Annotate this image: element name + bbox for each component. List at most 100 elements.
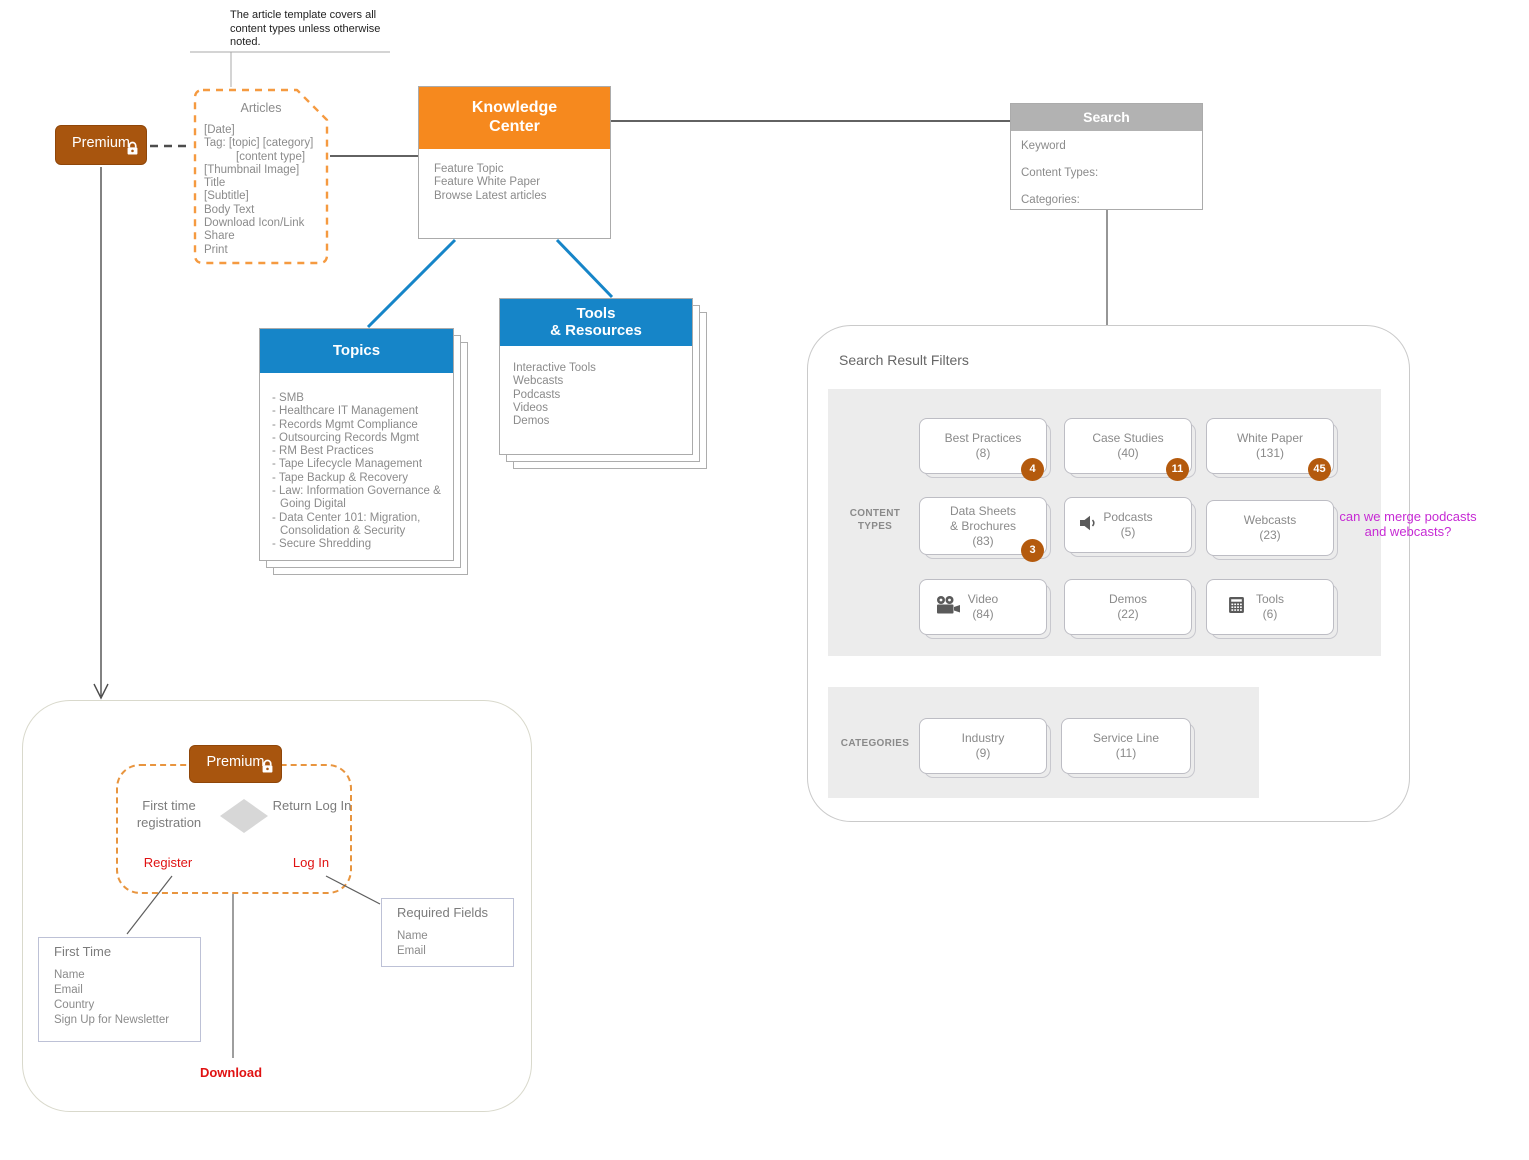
topic-item: - SMB [272,392,304,404]
topic-item: - Law: Information Governance & Going Di… [272,485,441,511]
first-time-fields-box: First Time Name Email Country Sign Up fo… [38,937,201,1042]
filter-card-tools[interactable]: Tools (6) [1206,579,1338,639]
lock-icon [261,759,274,778]
topic-item: - Records Mgmt Compliance [272,418,418,431]
filter-card-webcasts[interactable]: Webcasts (23) [1206,500,1338,560]
content-types-label: CONTENT TYPES [849,508,901,532]
registration-flow-container: Premium First time registration Return L… [22,700,532,1112]
tools-resources-header: Tools & Resources [500,299,692,346]
filters-title: Search Result Filters [839,352,969,368]
premium-button-registration[interactable]: Premium [189,745,282,783]
filter-card-data-sheets[interactable]: Data Sheets & Brochures (83) 3 [919,497,1051,562]
kc-item: Feature White Paper [434,176,541,189]
premium-label: Premium [71,135,130,151]
topics-header: Topics [260,329,453,373]
calculator-icon [1228,597,1245,618]
filter-label: Service Line [1092,731,1160,745]
new-count-badge: 45 [1308,458,1331,481]
filter-count: (9) [975,746,991,760]
tools-item: Webcasts [513,375,564,388]
articles-field-list: [Date] Tag: [topic] [category] [content … [204,124,324,257]
filter-label: Best Practices [944,431,1022,445]
filter-label: Podcasts [1103,510,1153,524]
filter-label: Case Studies [1092,431,1164,445]
tools-title-line2: & Resources [550,321,642,339]
articles-field: Print [204,243,228,256]
first-time-box-title: First Time [54,944,112,959]
topic-item: - Tape Lifecycle Management [272,458,423,471]
tools-resources-list: Interactive Tools Webcasts Podcasts Vide… [513,362,596,428]
topic-item: - Outsourcing Records Mgmt [272,431,419,444]
search-fields: Keyword Content Types: Categories: [1021,140,1098,220]
articles-title: Articles [240,101,282,115]
articles-field: Tag: [topic] [category] [204,137,314,150]
speaker-icon [1080,515,1100,535]
filter-label: White Paper [1236,431,1304,445]
form-field: Name [54,969,85,981]
topic-item: - RM Best Practices [272,445,374,458]
articles-field: [Thumbnail Image] [204,163,300,176]
filter-count: (83) [972,533,994,548]
premium-button[interactable]: Premium [55,125,147,165]
register-link[interactable]: Register [143,855,193,870]
filter-card-podcasts[interactable]: Podcasts (5) [1064,497,1196,557]
form-field: Name [397,930,428,942]
filter-count: (6) [1262,607,1278,621]
decision-diamond-icon [220,799,268,838]
login-link[interactable]: Log In [292,855,330,870]
tools-resources-node: Tools & Resources Interactive Tools Webc… [499,298,693,455]
filter-card-service-line[interactable]: Service Line (11) [1061,718,1195,778]
tools-item: Podcasts [513,388,561,401]
dashed-page-outline [193,88,329,265]
articles-field: Share [204,230,235,243]
knowledge-center-node: Knowledge Center Feature Topic Feature W… [418,86,611,239]
filter-count: (131) [1255,446,1284,460]
knowledge-center-items: Feature Topic Feature White Paper Browse… [434,163,547,203]
filter-card-industry[interactable]: Industry (9) [919,718,1051,778]
new-count-badge: 4 [1021,458,1044,481]
categories-panel: CATEGORIES Industry (9) Service Line (11… [828,687,1259,798]
articles-template-box: Articles [Date] Tag: [topic] [category] … [193,88,329,265]
first-time-fields: Name Email Country Sign Up for Newslette… [54,968,169,1028]
filter-card-video[interactable]: Video (84) [919,579,1051,639]
filter-count: (84) [972,607,994,621]
tools-item: Demos [513,415,550,428]
filter-count: (5) [1120,525,1136,539]
articles-field: Title [204,177,226,190]
filter-label: Video [967,592,999,606]
articles-field: Download Icon/Link [204,217,305,230]
reviewer-note: can we merge podcasts and webcasts? [1339,509,1477,539]
filter-label: Demos [1108,592,1147,606]
knowledge-center-title-line1: Knowledge [471,99,558,116]
filter-card-white-paper[interactable]: White Paper (131) 45 [1206,418,1338,481]
topic-item: - Tape Backup & Recovery [272,471,408,484]
form-field: Email [397,945,426,957]
filter-count: (22) [1117,607,1139,621]
articles-field: [content type] [236,150,306,163]
filter-count: (11) [1115,746,1137,760]
articles-field: Body Text [204,203,255,216]
filter-label: Webcasts [1243,513,1297,527]
filter-card-best-practices[interactable]: Best Practices (8) 4 [919,418,1051,481]
filter-card-demos[interactable]: Demos (22) [1064,579,1196,639]
form-field: Country [54,999,95,1011]
filter-count: (23) [1259,528,1281,542]
topic-item: - Secure Shredding [272,538,372,551]
filter-count: (40) [1117,446,1139,460]
required-fields: Name Email [397,929,428,959]
filter-label: Data Sheets & Brochures [949,503,1017,533]
required-fields-title: Required Fields [397,905,489,920]
search-node: Search Keyword Content Types: Categories… [1010,103,1203,210]
search-result-filters-panel: Search Result Filters CONTENT TYPES Best… [807,325,1410,822]
first-time-option: First time registration [136,798,202,830]
search-header: Search [1011,104,1202,131]
form-field: Email [54,984,83,996]
filter-label: Tools [1255,592,1284,606]
kc-item: Feature Topic [434,163,504,175]
form-field: Sign Up for Newsletter [54,1014,170,1026]
filter-label: Industry [961,731,1005,745]
download-link[interactable]: Download [199,1065,263,1080]
filter-card-case-studies[interactable]: Case Studies (40) 11 [1064,418,1196,481]
new-count-badge: 3 [1021,539,1044,562]
new-count-badge: 11 [1166,458,1189,481]
